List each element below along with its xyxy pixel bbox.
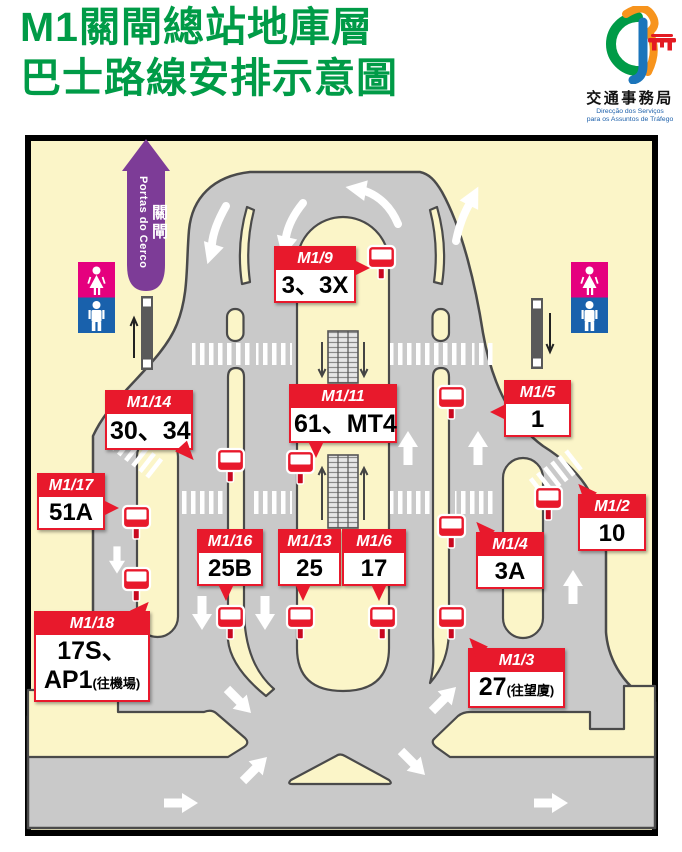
page-title: M1關閘總站地庫層 巴士路線安排示意圖 [20, 2, 398, 104]
toilet-icon-left [78, 262, 115, 333]
stop-routes: 17 [360, 555, 388, 582]
stop-note: (往望廈) [506, 683, 555, 698]
stop-id: M1/13 [280, 531, 339, 553]
callout-tail [354, 259, 370, 276]
gate-icon [648, 34, 676, 51]
stop-routes: 1 [530, 406, 545, 433]
stop-id: M1/18 [36, 613, 148, 635]
stop-routes: 3、3X [281, 272, 349, 299]
stop-label-m1-16: M1/16 25B [197, 529, 263, 601]
stop-routes-line2: AP1 [43, 666, 93, 694]
escalator-icon-centre-bottom [317, 454, 369, 529]
stop-label-m1-2: M1/2 10 [571, 478, 646, 551]
stop-routes: 30、34 [110, 417, 191, 445]
stop-routes-line1: 17S、 [57, 637, 127, 665]
stop-id: M1/5 [506, 382, 569, 404]
exit-label-chinese: 關閘 [149, 204, 166, 242]
callout-tail [103, 500, 119, 517]
stop-id: M1/14 [107, 392, 191, 414]
escalator-icon-left [129, 296, 153, 370]
stop-label-m1-14: M1/14 30、34 [105, 390, 200, 466]
stop-id: M1/9 [276, 248, 354, 270]
stop-label-m1-9: M1/9 3、3X [274, 246, 370, 303]
stop-label-m1-11: M1/11 61、MT4 [289, 384, 397, 458]
exit-up-arrow [122, 139, 170, 291]
stop-routes: 27 [478, 673, 507, 701]
stop-label-m1-5: M1/5 1 [490, 380, 571, 437]
stop-routes: 61、MT4 [294, 410, 397, 438]
callout-tail [371, 584, 387, 601]
callout-tail [217, 584, 234, 601]
dsat-logo: 交通事務局 Direcção dos Serviços para os Assu… [582, 4, 678, 124]
traffic-direction-arrows [109, 176, 583, 813]
dsat-name-chinese: 交通事務局 [586, 90, 674, 107]
stop-routes: 25 [296, 555, 323, 582]
escalator-icon-centre-top [317, 330, 369, 384]
stop-id: M1/4 [478, 534, 542, 556]
stop-routes: 3A [494, 558, 526, 585]
stop-id: M1/17 [39, 475, 103, 497]
stop-id: M1/2 [580, 496, 644, 518]
stop-note: (往機場) [92, 676, 141, 691]
dsat-name-portuguese-2: para os Assuntos de Tráfego [586, 116, 674, 123]
dsat-name-portuguese-1: Direcção dos Serviços [596, 108, 664, 115]
stop-label-m1-3: M1/3 27(往望廈) [463, 632, 565, 708]
stop-label-m1-13: M1/13 25 [278, 529, 341, 601]
escalator-icon-right [531, 298, 555, 369]
stop-id: M1/3 [470, 650, 563, 672]
stop-id: M1/11 [291, 386, 395, 408]
callout-tail [307, 441, 324, 458]
dsat-logo-icon [606, 4, 676, 85]
stop-id: M1/16 [199, 531, 261, 553]
callout-tail [490, 404, 506, 421]
stop-routes: 10 [598, 520, 626, 547]
stop-id: M1/6 [344, 531, 404, 553]
stop-label-m1-6: M1/6 17 [342, 529, 406, 601]
page-title-line1: M1關閘總站地庫層 [20, 4, 373, 50]
stop-label-m1-18: M1/18 17S、 AP1(往機場) [34, 596, 155, 702]
stop-routes: 25B [207, 555, 253, 582]
stop-label-m1-17: M1/17 51A [37, 473, 119, 530]
stop-label-m1-4: M1/4 3A [469, 516, 544, 589]
stop-routes: 51A [48, 499, 94, 526]
callout-tail [294, 584, 311, 601]
page-title-line2: 巴士路線安排示意圖 [20, 55, 398, 101]
toilet-icon-right [571, 262, 608, 333]
